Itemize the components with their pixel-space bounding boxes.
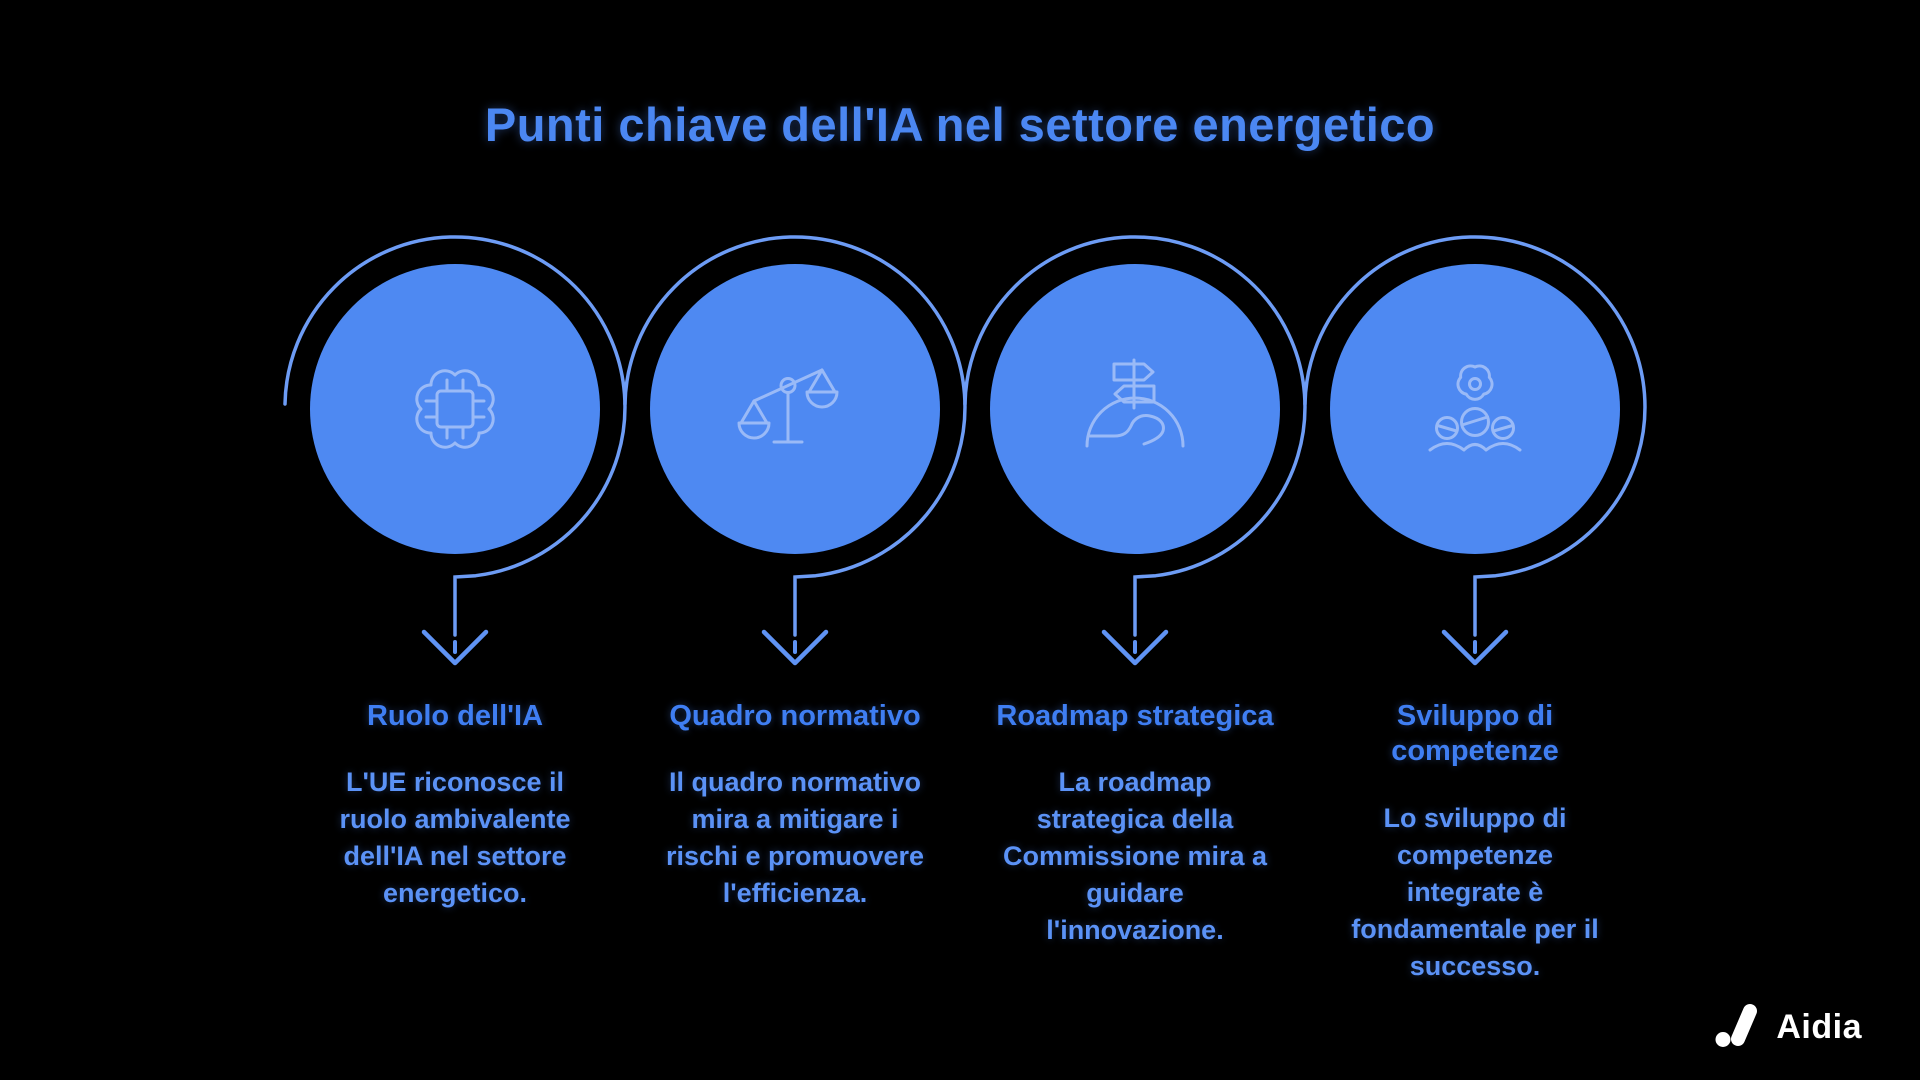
cards-row: Ruolo dell'IA L'UE riconosce il ruolo am… (283, 211, 1647, 985)
card-body: La roadmap strategica della Commissione … (1002, 767, 1268, 946)
card-body: L'UE riconosce il ruolo ambivalente dell… (339, 767, 571, 909)
card-heading: Ruolo dell'IA (366, 700, 544, 732)
card-skills-development: Sviluppo di competenze Lo sviluppo di co… (1303, 211, 1647, 985)
skills-icon (1428, 364, 1522, 452)
ring-outline (283, 235, 627, 637)
roadmap-graphic (963, 235, 1307, 666)
card-body: Lo sviluppo di competenze integrate è fo… (1351, 802, 1599, 981)
brain-chip-icon (415, 369, 495, 449)
page-title: Punti chiave dell'IA nel settore energet… (484, 98, 1436, 151)
card-regulatory-framework: Quadro normativo Il quadro normativo mir… (623, 211, 967, 985)
aidia-logo-mark (1715, 1004, 1758, 1047)
card-body: Il quadro normativo mira a mitigare i ri… (665, 767, 925, 909)
down-arrow-icon (1101, 629, 1169, 666)
roadmap-icon (1085, 358, 1185, 448)
brand-name: Aidia (1776, 1007, 1862, 1046)
card-ai-role: Ruolo dell'IA L'UE riconosce il ruolo am… (283, 211, 627, 985)
ai-role-graphic (283, 235, 627, 666)
card-strategic-roadmap: Roadmap strategica La roadmap strategica… (963, 211, 1307, 985)
ring-outline (623, 235, 967, 637)
skills-graphic (1303, 235, 1647, 666)
ring-outline (1303, 235, 1647, 637)
card-heading: Quadro normativo (669, 700, 921, 732)
regulatory-graphic (623, 235, 967, 666)
down-arrow-icon (421, 629, 489, 666)
circle-badge (650, 264, 940, 554)
scales-icon (737, 368, 839, 444)
circle-badge (310, 264, 600, 554)
down-arrow-icon (1441, 629, 1509, 666)
brand-logo: Aidia (1712, 1000, 1862, 1054)
ring-outline (963, 235, 1307, 637)
down-arrow-icon (761, 629, 829, 666)
card-heading: Roadmap strategica (996, 700, 1274, 732)
card-heading: Sviluppo di competenze (1391, 700, 1559, 768)
